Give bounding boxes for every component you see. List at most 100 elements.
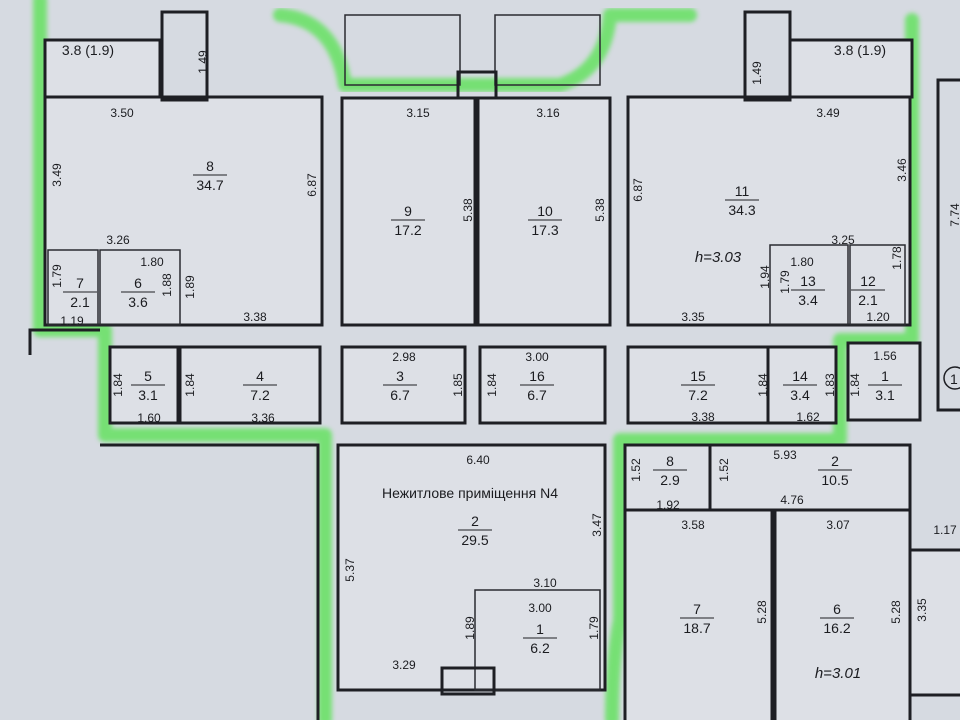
room-number: 7	[76, 275, 84, 291]
dimension-label: 3.46	[895, 158, 909, 182]
section-marker	[943, 366, 960, 390]
room-area: 34.3	[728, 202, 755, 218]
dimension-label: 3.16	[536, 106, 560, 120]
dimension-label: 1.19	[60, 314, 84, 328]
balcony-left	[43, 38, 162, 99]
dimension-label: 1.52	[717, 458, 731, 482]
room-number: 1	[881, 368, 889, 384]
room-labels: 834.772.163.653.147.2917.21017.336.7166.…	[63, 158, 902, 656]
dimension-label: 5.38	[461, 198, 475, 222]
dimension-label: 3.47	[590, 513, 604, 537]
room-number: 2	[471, 513, 479, 529]
room-label: 718.7	[680, 601, 714, 636]
dimension-label: 1.49	[750, 61, 764, 85]
room-number: 7	[693, 601, 701, 617]
room-area: 2.1	[858, 292, 878, 308]
dimension-label: 3.07	[826, 518, 850, 532]
premises-title: Нежитлове приміщення N4	[382, 485, 558, 501]
room-area: 17.3	[531, 222, 558, 238]
balcony-right-label: 3.8 (1.9)	[834, 42, 886, 58]
dimension-label: 1.89	[463, 616, 477, 640]
dimension-label: 1.85	[451, 373, 465, 397]
walls	[28, 10, 960, 720]
room-area: 18.7	[683, 620, 710, 636]
dimension-label: 1.20	[866, 310, 890, 324]
room-label: 36.7	[383, 368, 417, 403]
dimension-label: 3.29	[392, 658, 416, 672]
room-area: 2.1	[70, 294, 90, 310]
room-number: 16	[529, 368, 545, 384]
dimension-label: 3.58	[681, 518, 705, 532]
dimension-label: 1.80	[790, 255, 814, 269]
room-label: 13.1	[868, 368, 902, 403]
dimension-label: 5.38	[593, 198, 607, 222]
dimension-label: 3.10	[533, 576, 557, 590]
dimension-label: 1.84	[183, 373, 197, 397]
room-area: 7.2	[688, 387, 708, 403]
dimension-label: 3.15	[406, 106, 430, 120]
room-label: 16.2	[523, 621, 557, 656]
dimension-label: 1.79	[587, 616, 601, 640]
room-label: 166.7	[520, 368, 554, 403]
room-area: 3.6	[128, 294, 148, 310]
dimension-label: 2.98	[392, 350, 416, 364]
room-number: 6	[833, 601, 841, 617]
dimension-label: 1.60	[137, 411, 161, 425]
room-number: 4	[256, 368, 264, 384]
room-number: 10	[537, 203, 553, 219]
room-number: 8	[666, 453, 674, 469]
ceiling-height-label: h=3.01	[815, 665, 861, 682]
room-area: 16.2	[823, 620, 850, 636]
room-number: 11	[735, 183, 750, 199]
room-number: 14	[792, 368, 808, 384]
room-label: 47.2	[243, 368, 277, 403]
room-area: 3.4	[798, 292, 818, 308]
room-area: 17.2	[394, 222, 421, 238]
dimension-label: 1.52	[629, 458, 643, 482]
room-label: 917.2	[391, 203, 425, 238]
dimension-label: 1.56	[873, 349, 897, 363]
dimension-label: 3.26	[106, 233, 130, 247]
premises-n4-outline	[336, 443, 607, 692]
room-number: 12	[860, 273, 876, 289]
dimension-label: 1.94	[758, 265, 772, 289]
room-label: 133.4	[791, 273, 825, 308]
dimension-label: 5.28	[755, 600, 769, 624]
dimension-label: 1.88	[160, 273, 174, 297]
dimension-label: 3.49	[50, 163, 64, 187]
room-number: 8	[206, 158, 214, 174]
dimension-label: 3.49	[816, 106, 840, 120]
dimension-label: 3.00	[528, 601, 552, 615]
dimension-label: 1.84	[756, 373, 770, 397]
dimension-label: 4.76	[780, 493, 804, 507]
room-label: 63.6	[121, 275, 155, 310]
section-marker-label: 1	[950, 371, 958, 387]
dimension-label: 1.17	[933, 523, 957, 537]
dimension-label: 3.38	[691, 410, 715, 424]
room-label: 143.4	[783, 368, 817, 403]
room-number: 3	[396, 368, 404, 384]
room-label: 157.2	[681, 368, 715, 403]
room-number: 1	[536, 621, 544, 637]
dimension-label: 1.79	[778, 270, 792, 294]
room-number: 9	[404, 203, 412, 219]
dimension-label: 1.79	[50, 264, 64, 288]
room-area: 10.5	[821, 472, 848, 488]
dimension-label: 6.87	[305, 173, 319, 197]
room-area: 7.2	[250, 387, 270, 403]
dimension-label: 1.84	[848, 373, 862, 397]
dimension-label: 3.25	[831, 233, 855, 247]
dimension-label: 6.87	[631, 178, 645, 202]
dimension-label: 1.78	[890, 246, 904, 270]
room-number: 15	[690, 368, 706, 384]
room-area: 3.1	[875, 387, 895, 403]
room-label: 53.1	[131, 368, 165, 403]
dimension-label: 5.93	[773, 448, 797, 462]
dimension-label: 3.38	[243, 310, 267, 324]
dimension-label: 3.50	[110, 106, 134, 120]
room-label: 210.5	[818, 453, 852, 488]
green-outline	[33, 0, 927, 720]
room-label: 72.1	[63, 275, 97, 310]
dimension-label: 3.36	[251, 411, 275, 425]
